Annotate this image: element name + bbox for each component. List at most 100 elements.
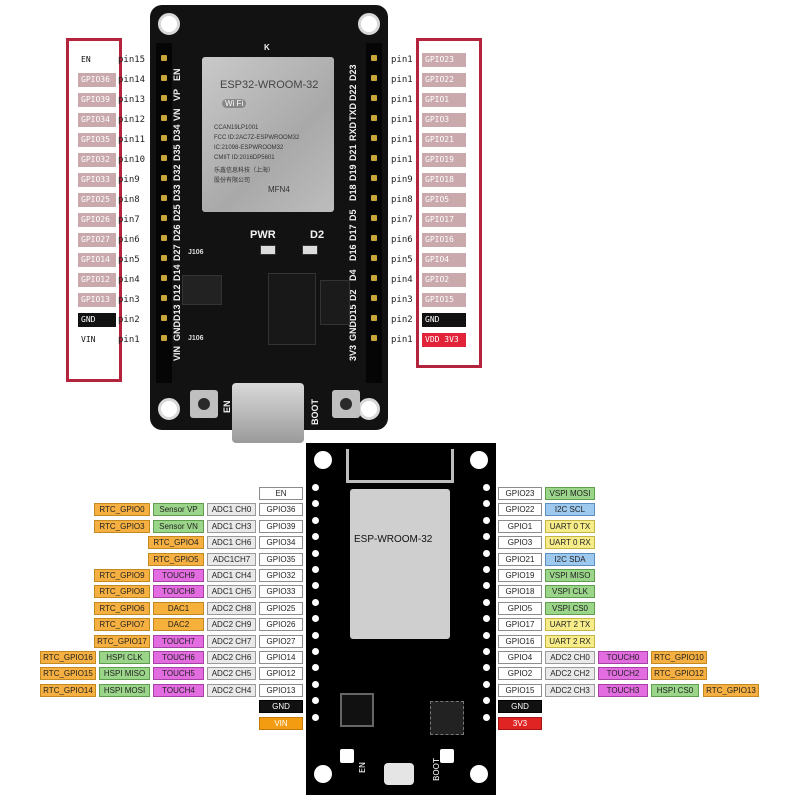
gpio-tag: GPIO12 [259,667,303,681]
left-pin-silk: D33 [172,184,182,201]
function-tag: I2C SCL [545,503,595,517]
mount-hole [470,765,488,783]
adc-tag: ADC2 CH7 [207,634,256,648]
module-cert-line: 股份有限公司 [214,178,251,184]
left-pin-silk: D32 [172,164,182,181]
en-button[interactable] [340,749,354,763]
left-pin-silk: D14 [172,264,182,281]
left-pin-number: pin5 [118,255,140,265]
left-pin-silk: D25 [172,204,182,221]
adc-tag: ADC1CH7 [207,552,256,566]
header-pin [483,484,490,491]
hspi-tag: HSPI CS0 [651,683,699,697]
left-pin-number: pin3 [118,295,140,305]
left-pin-number: pin4 [118,275,140,285]
en-button[interactable] [190,390,218,418]
mount-hole [158,398,180,420]
usb-uart-chip [268,273,316,345]
header-pin [312,549,319,557]
gpio-tag: GPIO18 [498,585,542,599]
module-cert-line: CMIIT ID:2016DP5601 [214,155,275,161]
header-pin [483,566,490,573]
rtc-tag: RTC_GPIO10 [651,651,707,664]
left-pin-number: pin9 [118,175,140,185]
rtc-tag: RTC_GPIO5 [148,552,204,566]
header-pin [312,566,319,573]
header-pin [371,335,377,341]
left-pin-number: pin6 [118,235,140,245]
header-pin [312,615,319,623]
module-cert-line: CCAN19LP1001 [214,125,259,131]
mount-hole [158,13,180,35]
right-pin-number: pin8 [391,195,413,205]
function-tag: ADC2 CH2 [545,667,595,681]
header-pin [483,516,490,524]
right-pin-label: GPIO16 [422,233,466,247]
left-pin-silk: D35 [172,144,182,161]
function-tag: UART 2 TX [545,618,595,632]
rtc-tag: RTC_GPIO15 [40,667,96,681]
left-pin-label: GPIO26 [78,213,116,227]
header-pin [483,664,490,672]
gpio-tag: GPIO4 [498,651,542,664]
header-pin [371,75,377,81]
right-pin-number: pin1 [391,155,413,165]
boot-button[interactable] [332,390,360,418]
gpio-tag: GPIO39 [259,519,303,533]
left-pin-label: GPIO14 [78,253,116,267]
dac-tag: DAC1 [153,601,204,615]
left-pin-number: pin1 [118,335,140,345]
function-tag: I2C SDA [545,552,595,566]
header-pin [483,631,490,639]
right-pin-silk: TXD [348,103,358,121]
left-pin-label: VIN [78,333,116,347]
header-pin [312,582,319,590]
gpio-tag: GPIO33 [259,585,303,599]
header-pin [161,335,167,341]
header-pin [161,95,167,101]
left-pin-number: pin13 [118,95,146,105]
en-silk: EN [358,761,367,773]
rtc-tag: RTC_GPIO12 [651,667,707,681]
header-pin [161,235,167,241]
left-pin-silk: VP [172,88,182,101]
rtc-tag: RTC_GPIO14 [40,683,96,697]
right-pin-label: GPIO3 [422,113,466,127]
rtc-tag: RTC_GPIO6 [94,601,150,615]
chip-mark-1: J106 [188,249,204,256]
right-pin-silk: D18 [348,184,358,201]
right-pin-label: GPIO17 [422,213,466,227]
boot-button[interactable] [440,749,454,763]
header-pin [483,648,490,655]
header-pin [483,582,490,590]
header-pin [371,55,377,61]
left-pin-silk: VIN [172,345,182,361]
header-pin [371,295,377,301]
usb-port[interactable] [384,763,414,785]
header-pin [371,155,377,161]
touch-tag: TOUCH4 [153,683,204,697]
rtc-tag: RTC_GPIO17 [94,634,150,648]
adc-tag: ADC1 CH5 [207,585,256,599]
header-pin [371,135,377,141]
left-pin-number: pin2 [118,315,140,325]
header-pin [312,484,319,491]
header-pin [161,155,167,161]
left-pin-label: GPIO27 [78,233,116,247]
header-pin [371,215,377,221]
left-pin-number: pin12 [118,115,146,125]
header-pin [371,275,377,281]
gpio-tag: GPIO23 [498,487,542,500]
left-pin-silk: D34 [172,124,182,141]
gpio-tag: GPIO36 [259,503,303,517]
left-pin-label: GPIO39 [78,93,116,107]
gpio-tag: EN [259,487,303,500]
gpio-tag: GPIO27 [259,634,303,648]
header-pin [371,195,377,201]
sensor-tag: Sensor VP [153,503,204,517]
right-pin-label: GPIO5 [422,193,466,207]
module-mark: MFN4 [268,185,290,194]
left-pin-silk: D12 [172,284,182,301]
sensor-tag: Sensor VN [153,519,204,533]
usb-c-port[interactable] [232,383,304,443]
